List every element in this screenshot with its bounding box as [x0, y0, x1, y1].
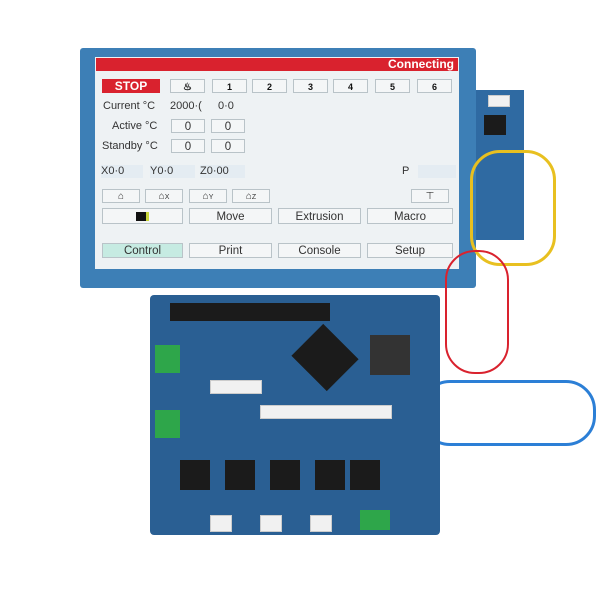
tool-bed-button[interactable]: ♨ [170, 79, 205, 93]
tool-6-button[interactable]: 6 [417, 79, 452, 93]
sd-card-icon [136, 212, 149, 222]
controller-board [150, 295, 440, 535]
red-wire [445, 250, 509, 374]
active-temp-label: Active °C [112, 120, 158, 132]
home-y-button[interactable]: ⌂Y [189, 189, 227, 203]
extruder-icon: 6 [431, 82, 437, 92]
y-position: Y0·0 [150, 165, 195, 178]
x-position: X0·0 [101, 165, 143, 178]
extruder-icon: 1 [226, 82, 232, 92]
current-temp-tool1: 0·0 [218, 100, 234, 112]
macro-button[interactable]: Macro [367, 208, 453, 224]
home-all-icon: ⌂ [117, 191, 125, 202]
tool-2-button[interactable]: 2 [252, 79, 287, 93]
tab-setup[interactable]: Setup [367, 243, 453, 258]
p-label: P [402, 165, 410, 177]
ribbon-cable [470, 150, 556, 266]
standby-temp-tool1[interactable]: 0 [211, 139, 245, 153]
tab-console[interactable]: Console [278, 243, 361, 258]
home-z-icon: ⌂ [245, 191, 252, 202]
tab-control[interactable]: Control [102, 243, 183, 258]
extruder-icon: 3 [307, 82, 313, 92]
home-x-button[interactable]: ⌂X [145, 189, 183, 203]
move-button[interactable]: Move [189, 208, 272, 224]
extrusion-button[interactable]: Extrusion [278, 208, 361, 224]
tool-5-button[interactable]: 5 [375, 79, 410, 93]
tab-print[interactable]: Print [189, 243, 272, 258]
extruder-icon: 4 [347, 82, 353, 92]
current-temp-bed: 2000·( [170, 100, 202, 112]
home-y-icon: ⌂ [202, 191, 209, 202]
connection-status: Connecting [388, 57, 454, 71]
tool-1-button[interactable]: 1 [212, 79, 247, 93]
home-z-button[interactable]: ⌂Z [232, 189, 270, 203]
standby-temp-bed[interactable]: 0 [171, 139, 205, 153]
bed-level-button[interactable]: ⊤ [411, 189, 449, 203]
z-position: Z0·00 [200, 165, 245, 178]
stop-button[interactable]: STOP [102, 79, 160, 93]
heated-bed-icon: ♨ [183, 82, 192, 93]
current-temp-label: Current °C [103, 100, 156, 112]
extruder-icon: 5 [389, 82, 395, 92]
active-temp-bed[interactable]: 0 [171, 119, 205, 133]
home-x-icon: ⌂ [158, 191, 165, 202]
home-all-button[interactable]: ⌂ [102, 189, 140, 203]
extruder-icon: 2 [266, 82, 272, 92]
tool-3-button[interactable]: 3 [293, 79, 328, 93]
tool-4-button[interactable]: 4 [333, 79, 368, 93]
standby-temp-label: Standby °C [102, 140, 158, 152]
status-bar: Connecting [96, 58, 458, 71]
p-value [418, 165, 456, 178]
usb-cable [420, 380, 596, 446]
sd-card-button[interactable] [102, 208, 183, 224]
active-temp-tool1[interactable]: 0 [211, 119, 245, 133]
display-controller-board [476, 90, 524, 240]
bed-level-icon: ⊤ [425, 191, 435, 202]
